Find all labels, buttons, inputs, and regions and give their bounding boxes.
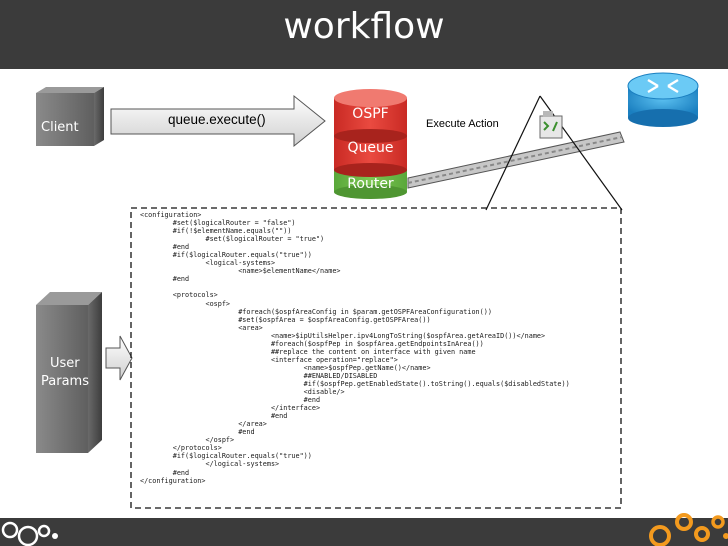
code-line: <name>$elementName</name> (140, 267, 341, 276)
execute-call-label: queue.execute() (168, 112, 266, 127)
xml-script-icon (539, 111, 563, 139)
code-line: <interface operation="replace"> (140, 355, 398, 364)
code-line: <name>$ipUtilsHelper.ipv4LongToString($o… (140, 331, 546, 340)
code-line: ##replace the content on interface with … (140, 347, 476, 356)
code-line: #set($ospfArea = $ospfAreaConfig.getOSPF… (140, 315, 431, 324)
code-line: </area> (140, 420, 267, 429)
cloud-logo-white (1, 521, 58, 546)
params-arrow (105, 335, 133, 381)
code-line: #foreach($ospfPep in $ospfArea.getEndpoi… (140, 339, 484, 348)
code-line: </configuration> (140, 476, 206, 485)
code-container (130, 207, 622, 509)
code-line: <logical-systems> (140, 259, 276, 268)
execute-arrow (110, 94, 326, 148)
code-line: #end (140, 396, 321, 405)
stack-cylinders (334, 89, 407, 199)
user-params-box (36, 292, 102, 453)
user-params-label-line1: User (50, 356, 80, 371)
code-line: #if($logicalRouter.equals("true")) (140, 251, 312, 260)
code-line: #set($logicalRouter = "false") (140, 219, 296, 228)
router-label: Router (347, 176, 394, 192)
footer-bar (0, 518, 728, 546)
code-line: ##ENABLED/DISABLED (140, 371, 378, 380)
user-params-label-line2: Params (41, 374, 89, 389)
code-line: #end (140, 468, 190, 477)
execute-action-label: Execute Action (426, 118, 499, 130)
code-line (140, 283, 610, 291)
callout-line-right (539, 95, 623, 211)
code-line: <protocols> (140, 291, 218, 300)
code-line: </protocols> (140, 444, 222, 453)
code-line: </logical-systems> (140, 460, 280, 469)
code-line: #if($ospfPep.getEnabledState().toString(… (140, 379, 570, 388)
connector-band (407, 131, 625, 189)
client-box (36, 87, 104, 146)
queue-label: Queue (347, 140, 394, 156)
code-line: #if(!$elementName.equals("")) (140, 227, 292, 236)
slide-title: workflow (283, 6, 445, 47)
code-line: #end (140, 243, 190, 252)
code-line: </interface> (140, 404, 321, 413)
code-line: #end (140, 428, 255, 437)
code-line: </ospf> (140, 436, 235, 445)
title-bar (0, 0, 728, 69)
router-icon (627, 72, 699, 127)
code-line: #foreach($ospfAreaConfig in $param.getOS… (140, 307, 492, 316)
code-line: <disable/> (140, 388, 345, 397)
code-line: #set($logicalRouter = "true") (140, 235, 325, 244)
velocity-template-code: <configuration> #set($logicalRouter = "f… (140, 211, 610, 485)
ospf-label: OSPF (352, 106, 389, 122)
code-line: <area> (140, 323, 263, 332)
cloud-logo-orange (649, 513, 728, 546)
client-label: Client (41, 120, 79, 135)
code-line: #end (140, 412, 288, 421)
code-line: #end (140, 275, 190, 284)
callout-line-left (485, 95, 541, 211)
code-line: <configuration> (140, 211, 202, 219)
code-line: #if($logicalRouter.equals("true")) (140, 452, 312, 461)
code-line: <ospf> (140, 299, 231, 308)
code-line: <name>$ospfPep.getName()</name> (140, 363, 431, 372)
